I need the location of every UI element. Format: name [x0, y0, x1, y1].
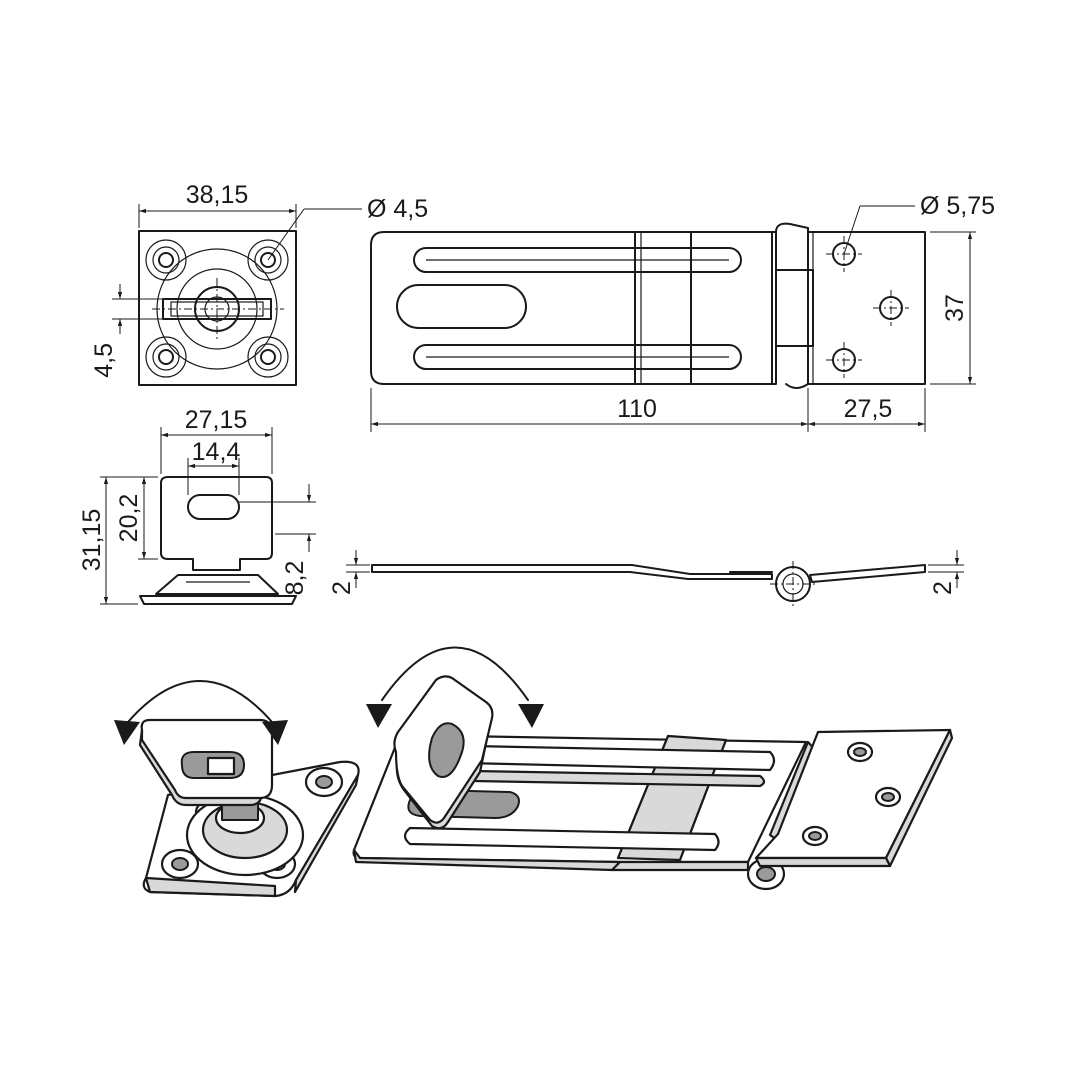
dim-staple-slot-offset: 8,2: [239, 484, 316, 595]
label-thickness-right: 2: [929, 581, 957, 595]
staple-iso-view: [138, 718, 360, 898]
dim-staple-hole: Ø 4,5: [267, 195, 428, 261]
label-hasp-hole: Ø 5,75: [920, 192, 995, 220]
dim-staple-side-width: 27,15: [160, 406, 273, 474]
label-staple-hole: Ø 4,5: [367, 195, 428, 223]
dim-staple-slot: 4,5: [90, 284, 163, 378]
staple-side-view: [139, 476, 297, 605]
dim-thickness-left: 2: [328, 550, 370, 595]
label-staple-side-width: 27,15: [185, 406, 248, 434]
label-staple-total-height: 31,15: [78, 509, 106, 572]
dim-staple-width: 38,15: [138, 181, 297, 228]
rotation-arrow-icon: [114, 680, 288, 745]
staple-corner-holes: [145, 239, 289, 378]
label-hinge-plate-length: 27,5: [844, 395, 893, 423]
label-staple-slot-offset: 8,2: [281, 561, 309, 596]
dim-staple-inner: 14,4: [187, 438, 241, 495]
label-staple-slot: 4,5: [90, 343, 118, 378]
dim-staple-total-height: 31,15: [78, 476, 158, 605]
staple-top-view: [138, 230, 297, 386]
dim-thickness-right: 2: [928, 550, 964, 595]
rotation-arrow-icon: [366, 646, 544, 728]
hasp-side-view: [371, 561, 926, 607]
dim-hasp-hole: Ø 5,75: [843, 192, 995, 255]
hasp-iso-view: [352, 675, 954, 891]
label-hasp-height: 37: [941, 294, 969, 322]
hasp-top-view: [370, 222, 926, 389]
label-hasp-length: 110: [617, 395, 657, 423]
dim-hasp-height: 37: [930, 231, 976, 385]
label-staple-upper-height: 20,2: [115, 494, 143, 543]
label-staple-width: 38,15: [186, 181, 249, 209]
dim-staple-upper-height: 20,2: [115, 477, 158, 560]
label-staple-inner: 14,4: [192, 438, 241, 466]
label-thickness-left: 2: [328, 581, 356, 595]
dim-hasp-length: 110 27,5: [370, 388, 926, 432]
